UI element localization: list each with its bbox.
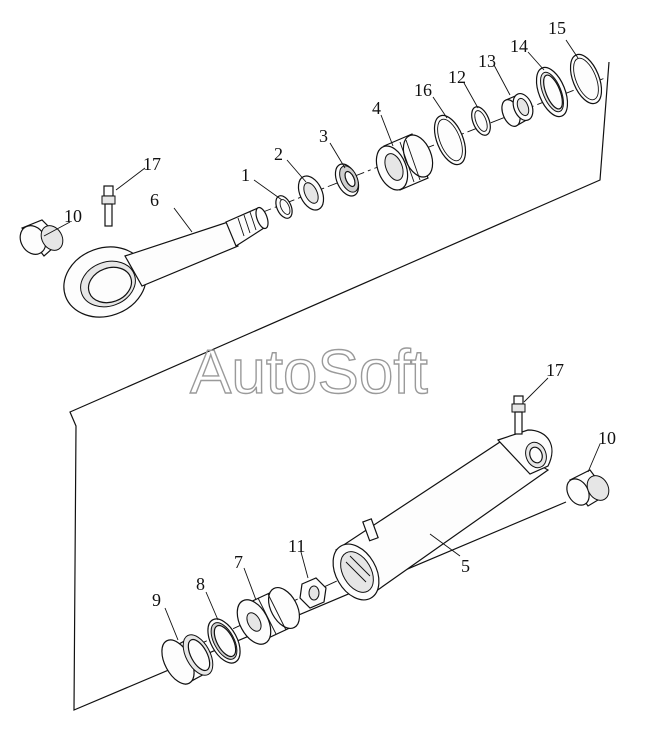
- callout-5: 5: [461, 556, 470, 576]
- sleeve: [501, 92, 534, 127]
- nut: [299, 577, 327, 609]
- leader-lines: [43, 39, 601, 641]
- callout-15: 15: [548, 18, 566, 38]
- seal: [569, 53, 603, 105]
- callout-2: 2: [274, 144, 283, 164]
- callout-10-top: 10: [64, 206, 82, 226]
- callout-8: 8: [196, 574, 205, 594]
- washer: [297, 175, 325, 211]
- bushing-bottom: [566, 469, 610, 507]
- o-ring-small: [471, 106, 491, 136]
- callout-labels: 1 2 3 4 16 12 13 14 15 6 17 10 9 8 7 11 …: [64, 18, 616, 610]
- piston: [236, 587, 301, 645]
- callout-10-bottom: 10: [598, 428, 616, 448]
- callout-9: 9: [152, 590, 161, 610]
- grease-fitting-bottom: [511, 395, 526, 435]
- callout-6: 6: [150, 190, 159, 210]
- bushing-top: [19, 219, 64, 257]
- callout-17-bottom: 17: [546, 360, 564, 380]
- callout-13: 13: [478, 51, 496, 71]
- piston-rod: [63, 206, 269, 318]
- gland: [375, 133, 434, 191]
- callout-3: 3: [319, 126, 328, 146]
- backup-ring: [535, 66, 569, 118]
- piston-seal-ring: [161, 634, 214, 685]
- cylinder-tube: [332, 429, 553, 601]
- callout-17-top: 17: [143, 154, 161, 174]
- callout-1: 1: [241, 165, 250, 185]
- wear-ring: [207, 618, 241, 664]
- snap-ring: [275, 195, 293, 219]
- callout-16: 16: [414, 80, 432, 100]
- callout-7: 7: [234, 552, 243, 572]
- callout-11: 11: [288, 536, 305, 556]
- bearing: [334, 163, 360, 197]
- o-ring-large: [433, 114, 467, 166]
- callout-12: 12: [448, 67, 466, 87]
- watermark-text: AutoSoft: [190, 338, 428, 407]
- callout-4: 4: [372, 98, 381, 118]
- grease-fitting-top: [101, 185, 116, 227]
- diagram-frame: [69, 61, 610, 711]
- callout-14: 14: [510, 36, 528, 56]
